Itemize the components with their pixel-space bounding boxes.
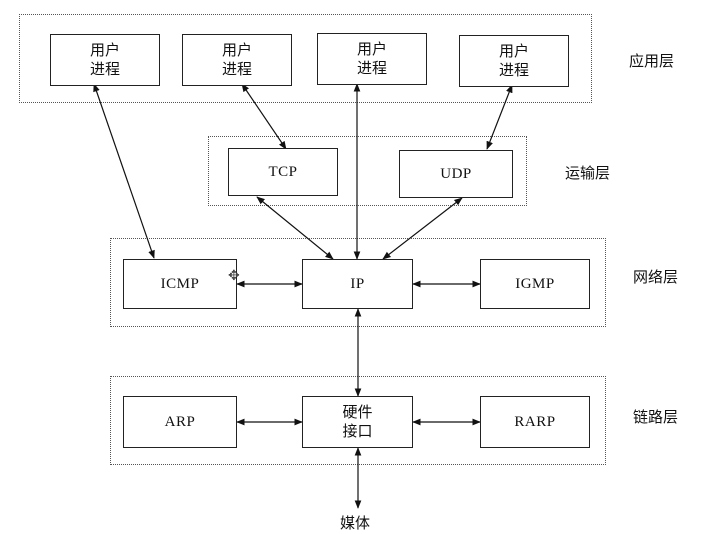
link-layer-label: 链路层 [633, 408, 679, 426]
user-process-label: 用户 进程 [356, 40, 387, 77]
transport-layer-label: 运输层 [565, 164, 611, 182]
ip-label: IP [350, 275, 365, 292]
igmp-box: IGMP [480, 259, 590, 309]
tcp-box: TCP [228, 148, 338, 196]
user-process-box-2: 用户 进程 [182, 34, 292, 86]
arrow-process1-icmp [93, 83, 155, 259]
hardware-interface-box: 硬件 接口 [302, 396, 413, 448]
arrow-udp-ip [382, 197, 463, 260]
rarp-box: RARP [480, 396, 590, 448]
user-process-label: 用户 进程 [221, 41, 252, 78]
application-layer-group [19, 14, 592, 103]
arp-label: ARP [164, 413, 196, 430]
arrow-process2-tcp [241, 83, 287, 150]
move-cursor-icon: ✥ [228, 268, 240, 284]
udp-box: UDP [399, 150, 513, 198]
user-process-box-4: 用户 进程 [459, 35, 569, 87]
arrow-tcp-ip [256, 196, 334, 260]
user-process-box-3: 用户 进程 [317, 33, 427, 85]
hardware-interface-label: 硬件 接口 [342, 403, 373, 440]
udp-label: UDP [440, 165, 472, 182]
user-process-label: 用户 进程 [89, 41, 120, 78]
ip-box: IP [302, 259, 413, 309]
igmp-label: IGMP [515, 275, 555, 292]
icmp-label: ICMP [160, 275, 200, 292]
rarp-label: RARP [514, 413, 556, 430]
tcp-label: TCP [268, 163, 298, 180]
media-label: 媒体 [340, 514, 371, 532]
user-process-label: 用户 进程 [498, 42, 529, 79]
arp-box: ARP [123, 396, 237, 448]
transport-layer-group [208, 136, 527, 206]
application-layer-label: 应用层 [629, 52, 675, 70]
arrow-process4-udp [486, 84, 513, 150]
network-layer-label: 网络层 [633, 268, 679, 286]
icmp-box: ICMP [123, 259, 237, 309]
user-process-box-1: 用户 进程 [50, 34, 160, 86]
